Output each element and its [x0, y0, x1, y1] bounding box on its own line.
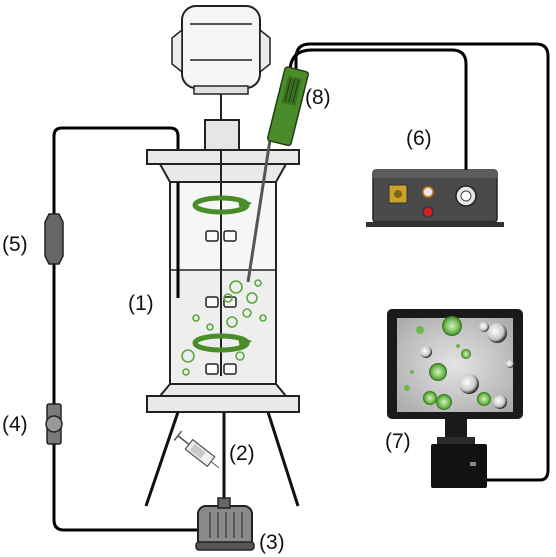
label-1: (1) [128, 292, 154, 315]
label-6: (6) [406, 127, 432, 150]
tubing [52, 42, 550, 532]
rotation-arrow-icon [192, 333, 252, 353]
air-pump [195, 497, 255, 551]
label-5: (5) [2, 233, 28, 256]
syringe-icon [173, 430, 220, 469]
motor [171, 5, 271, 122]
gas-bubbles [181, 279, 267, 376]
controller-knob [422, 186, 434, 198]
microscope-view [404, 316, 514, 410]
controller-led [422, 206, 434, 218]
probe-cable [288, 48, 468, 196]
controller [366, 169, 504, 227]
motor-icon [181, 5, 261, 89]
filter [44, 213, 64, 265]
camera-cable [294, 42, 550, 482]
filter-icon [44, 213, 64, 265]
label-4: (4) [2, 413, 28, 436]
valve [45, 403, 63, 445]
label-8: (8) [305, 86, 331, 109]
impeller-bottom [205, 363, 237, 375]
stand-legs [144, 411, 300, 507]
camera-icon [431, 444, 487, 488]
label-7: (7) [385, 430, 411, 453]
label-2: (2) [229, 442, 255, 465]
bioreactor-vessel [146, 119, 300, 413]
label-3: (3) [259, 531, 285, 554]
impeller-top [205, 230, 237, 242]
monitor [387, 309, 523, 439]
probe [246, 66, 309, 283]
camera [431, 437, 487, 488]
probe-icon [267, 66, 309, 147]
rotation-arrow-icon [192, 195, 252, 215]
air-line-left [52, 126, 200, 532]
